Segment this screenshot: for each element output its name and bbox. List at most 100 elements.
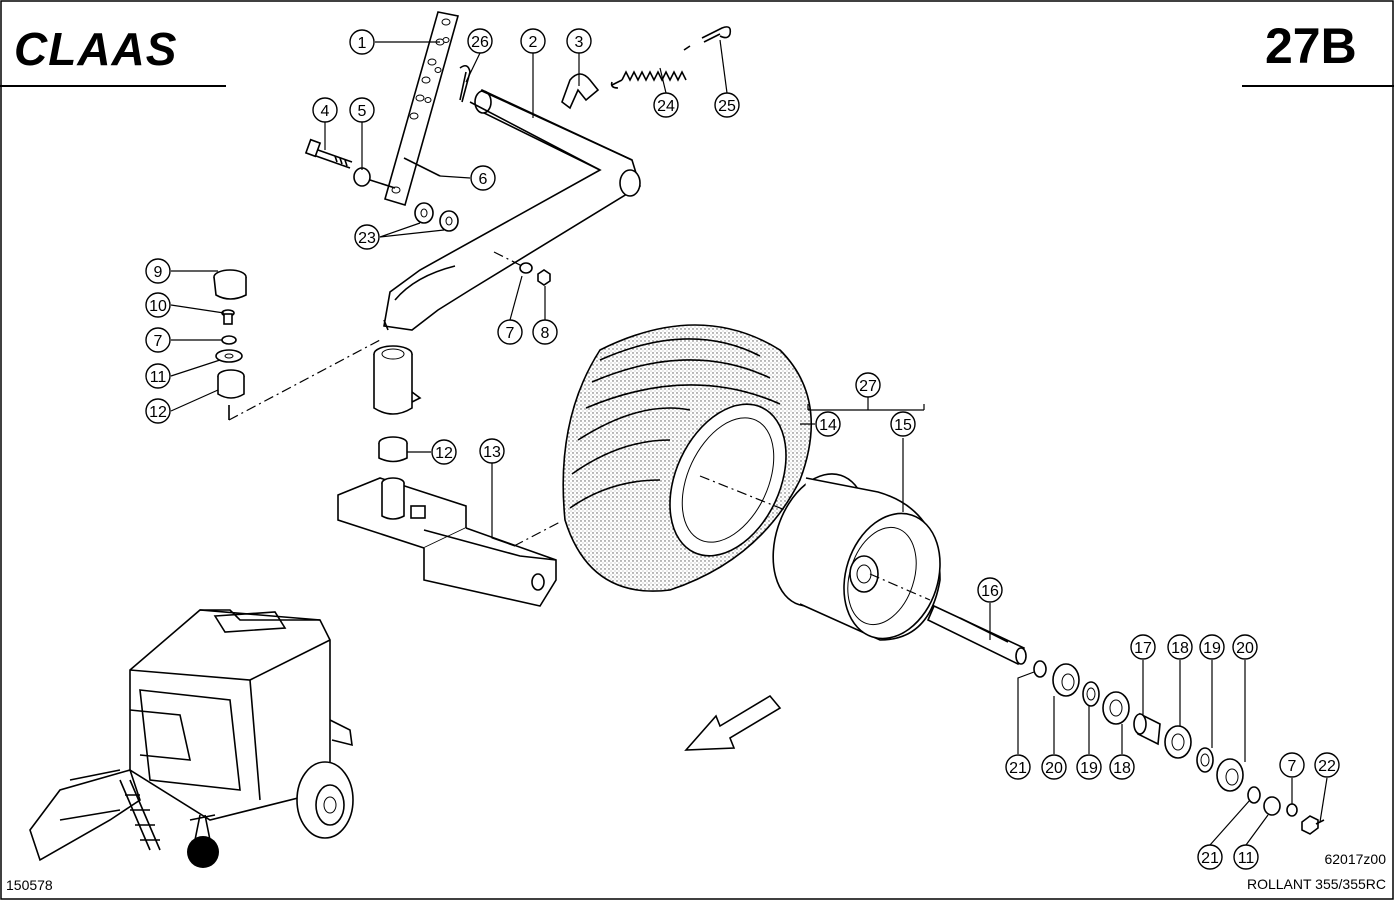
- svg-text:16: 16: [981, 583, 999, 600]
- small-washer-left: [221, 335, 237, 345]
- callout-18b: 18: [1109, 754, 1135, 780]
- svg-text:11: 11: [1238, 850, 1255, 867]
- small-washer-outer: [1286, 803, 1298, 817]
- page-code-text: 27B: [1265, 18, 1357, 74]
- pivot-sleeve: [373, 345, 422, 415]
- svg-text:21: 21: [1201, 850, 1219, 867]
- svg-text:9: 9: [154, 264, 163, 281]
- callout-12b: 12: [431, 439, 457, 465]
- model-designation: ROLLANT 355/355RC: [1247, 876, 1386, 892]
- axle-arm: [383, 88, 641, 331]
- callout-19b: 19: [1076, 754, 1102, 780]
- circlip-inner: [1033, 660, 1047, 678]
- drawing-parts: [29, 11, 1325, 868]
- callout-17: 17: [1130, 634, 1156, 660]
- spacer-sleeve: [1133, 712, 1161, 746]
- fork-pivot-pin: [381, 477, 405, 520]
- svg-text:20: 20: [1236, 640, 1254, 657]
- svg-text:26: 26: [471, 34, 489, 51]
- hub-bolt: [1301, 815, 1325, 835]
- callout-6: 6: [470, 165, 496, 191]
- callout-9: 9: [145, 258, 171, 284]
- callout-15: 15: [890, 411, 916, 437]
- callout-11b: 11: [1233, 844, 1259, 870]
- bolt: [304, 138, 353, 169]
- callout-1: 1: [349, 29, 375, 55]
- footer-left-code: 150578: [6, 877, 53, 893]
- linch-pin: [701, 26, 732, 43]
- svg-text:10: 10: [149, 298, 167, 315]
- callout-27: 27: [855, 372, 881, 398]
- callout-21b: 21: [1197, 844, 1223, 870]
- svg-text:25: 25: [718, 98, 736, 115]
- baler-thumbnail: [29, 609, 354, 868]
- washer-arm: [519, 262, 533, 274]
- callout-20b: 20: [1041, 754, 1067, 780]
- callout-26: 26: [467, 28, 493, 54]
- svg-text:11: 11: [150, 369, 167, 386]
- svg-text:7: 7: [506, 325, 515, 342]
- callout-4: 4: [312, 97, 338, 123]
- callout-23: 23: [354, 224, 380, 250]
- callout-22: 22: [1314, 752, 1340, 778]
- callout-13: 13: [479, 438, 505, 464]
- callout-7c: 7: [1279, 752, 1305, 778]
- wheel-rim: [772, 473, 941, 641]
- hub-parts: [1033, 660, 1325, 835]
- svg-text:18: 18: [1113, 760, 1131, 777]
- svg-text:4: 4: [321, 103, 330, 120]
- svg-text:19: 19: [1080, 760, 1098, 777]
- bushing-left: [217, 369, 245, 399]
- callout-leaders: [170, 39, 1328, 846]
- svg-text:24: 24: [657, 98, 675, 115]
- callout-25: 25: [714, 92, 740, 118]
- circlip-outer: [1247, 786, 1261, 804]
- callout-16: 16: [977, 577, 1003, 603]
- travel-direction-arrow: [684, 694, 782, 751]
- svg-text:14: 14: [819, 417, 837, 434]
- svg-text:20: 20: [1045, 760, 1063, 777]
- svg-text:23: 23: [358, 230, 376, 247]
- callout-2: 2: [520, 28, 546, 54]
- svg-text:2: 2: [529, 34, 538, 51]
- svg-text:12: 12: [435, 445, 453, 462]
- svg-text:18: 18: [1171, 640, 1189, 657]
- callout-21a: 21: [1005, 754, 1031, 780]
- washer-outer: [1263, 796, 1281, 816]
- bushing: [353, 167, 371, 187]
- svg-text:6: 6: [479, 171, 488, 188]
- brand-logo-text: CLAAS: [14, 23, 177, 75]
- lock-nut: [537, 269, 551, 286]
- brand-logo: CLAAS: [0, 23, 226, 87]
- svg-text:8: 8: [541, 325, 550, 342]
- svg-text:7: 7: [154, 333, 163, 350]
- callout-5: 5: [349, 97, 375, 123]
- svg-text:22: 22: [1318, 758, 1336, 775]
- svg-text:21: 21: [1009, 760, 1027, 777]
- callout-10: 10: [145, 292, 171, 318]
- axle-shaft: [926, 604, 1027, 666]
- callouts: 1 26 2 3 24 25 4 5 6 23 9 10 7 11 12 7 8…: [145, 28, 1340, 870]
- svg-text:12: 12: [149, 404, 167, 421]
- page-code: 27B: [1242, 18, 1394, 87]
- svg-text:5: 5: [358, 103, 367, 120]
- tyre: [562, 324, 813, 592]
- svg-text:27: 27: [859, 378, 877, 395]
- spring-clip: [561, 73, 600, 110]
- callout-24: 24: [653, 92, 679, 118]
- svg-text:19: 19: [1203, 640, 1221, 657]
- svg-text:13: 13: [483, 444, 501, 461]
- callout-14: 14: [815, 411, 841, 437]
- callout-7b: 7: [497, 319, 523, 345]
- svg-text:3: 3: [575, 34, 584, 51]
- roll-pin: [403, 157, 441, 177]
- callout-20a: 20: [1232, 634, 1258, 660]
- callout-19a: 19: [1199, 634, 1225, 660]
- svg-text:7: 7: [1288, 758, 1297, 775]
- tension-spring: [610, 45, 691, 89]
- bushing-lower: [378, 436, 408, 463]
- cap-screw: [221, 309, 235, 325]
- svg-text:1: 1: [358, 35, 367, 52]
